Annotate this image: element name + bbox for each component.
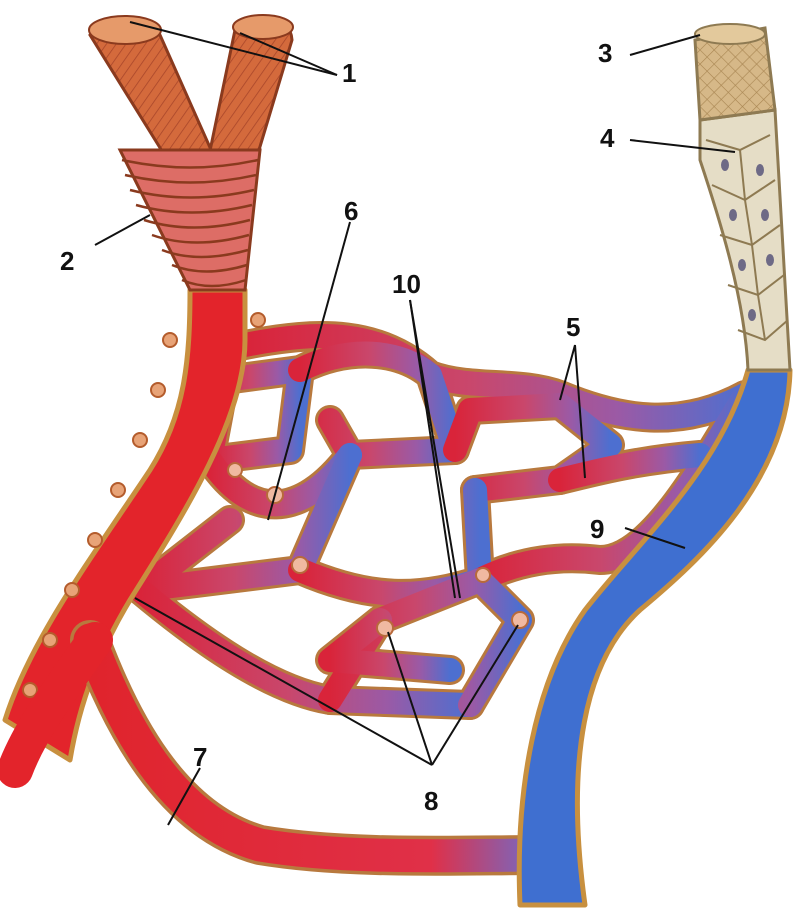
label-10: 10 [392, 269, 421, 299]
label-9: 9 [590, 514, 604, 544]
leader-line-3 [630, 35, 700, 55]
label-5: 5 [566, 312, 580, 342]
label-1: 1 [342, 58, 356, 88]
label-2: 2 [60, 246, 74, 276]
leader-line-2 [95, 215, 150, 245]
label-8: 8 [424, 786, 438, 816]
label-6: 6 [344, 196, 358, 226]
label-3: 3 [598, 38, 612, 68]
venule [695, 24, 790, 370]
label-4: 4 [600, 123, 615, 153]
label-7: 7 [193, 742, 207, 772]
